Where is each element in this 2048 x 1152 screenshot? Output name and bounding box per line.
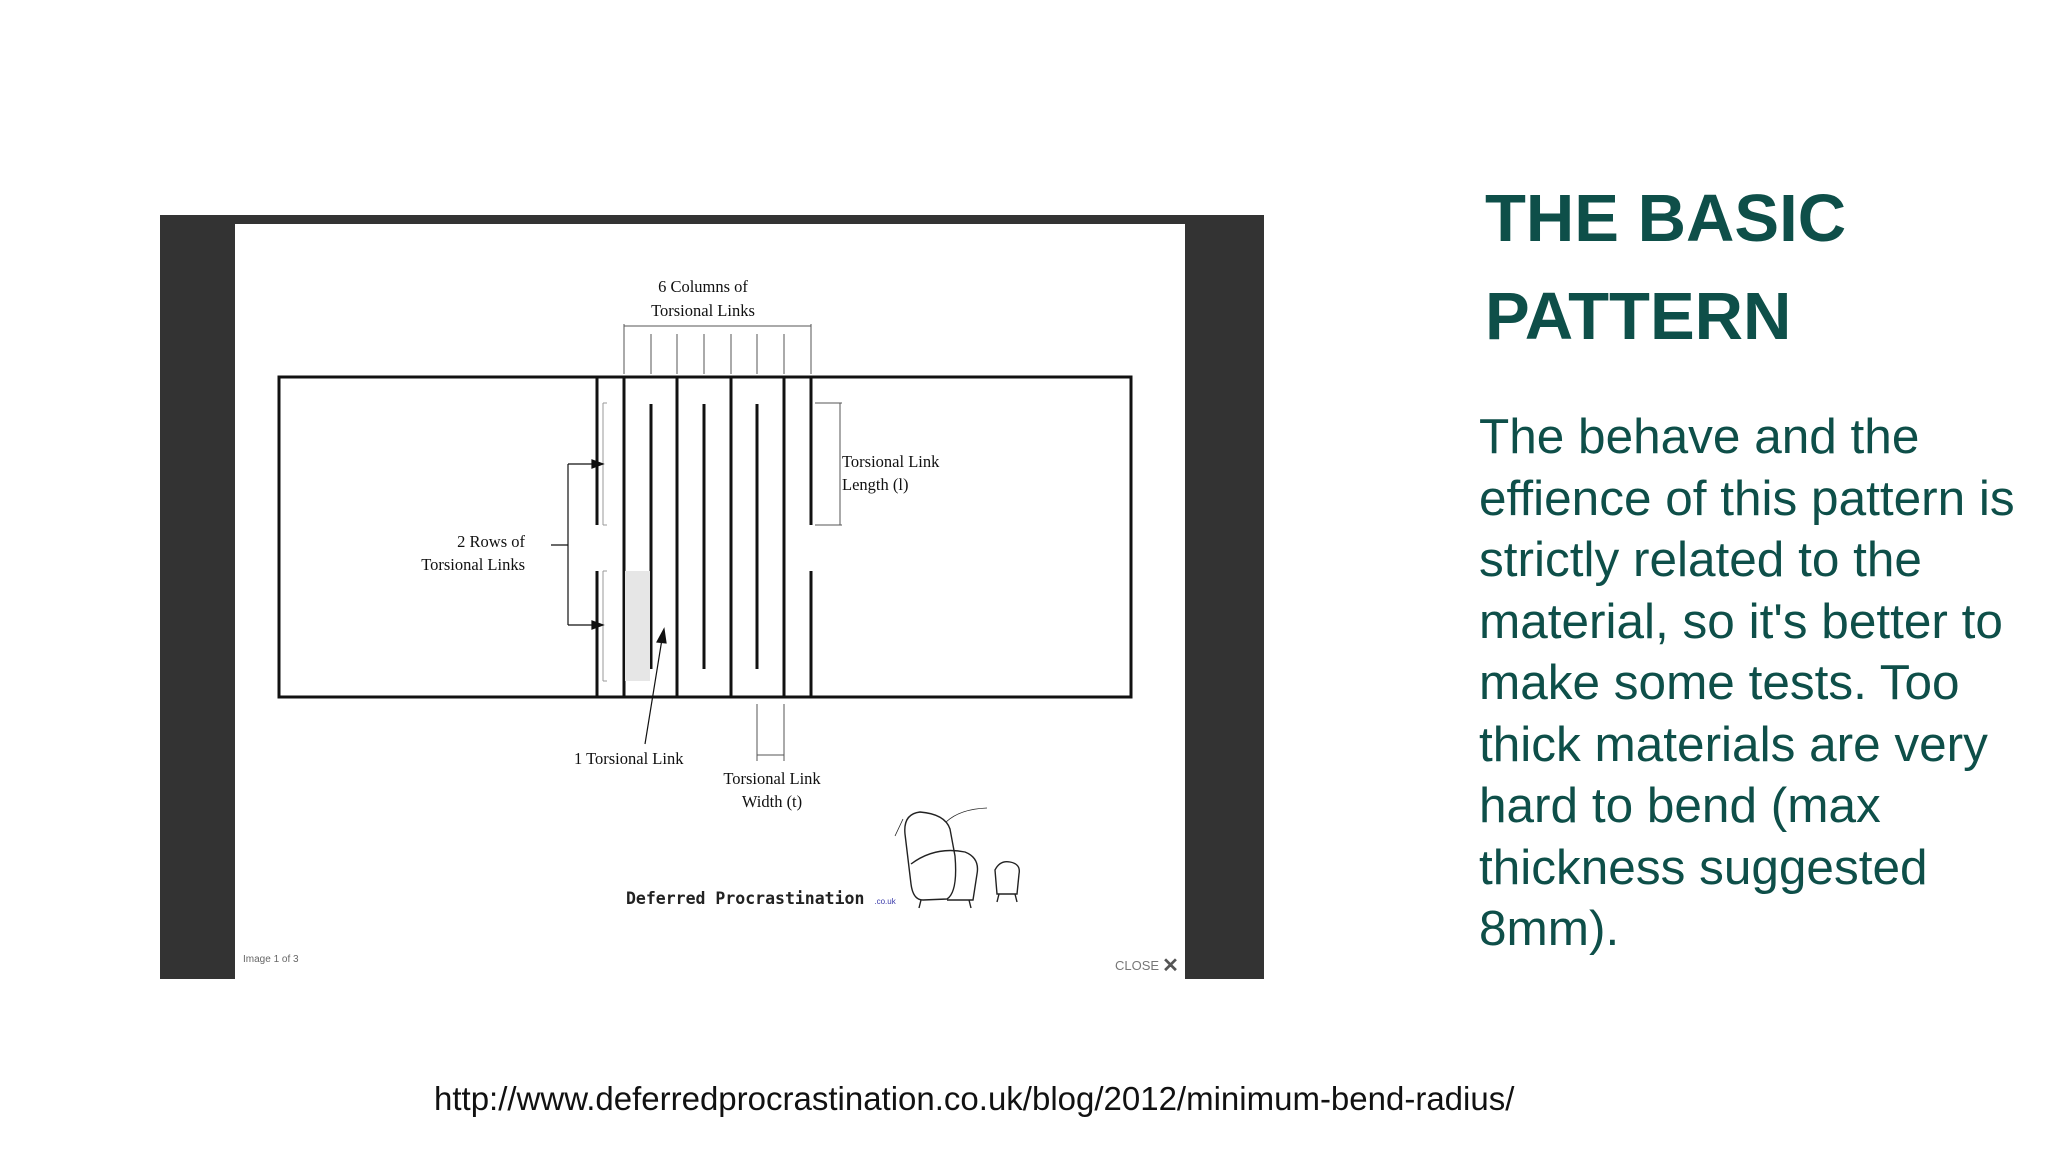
column-cut-lines	[622, 377, 786, 697]
image-counter: Image 1 of 3	[243, 954, 299, 965]
close-label[interactable]: CLOSE	[1115, 958, 1160, 973]
one-link-arrow	[644, 627, 667, 745]
source-url[interactable]: http://www.deferredprocrastination.co.uk…	[434, 1080, 1515, 1117]
label-columns-line2: Torsional Links	[651, 301, 755, 320]
logo-armchair-drawing	[894, 807, 1020, 909]
logo-name: Deferred Procrastination	[626, 889, 865, 908]
logo-tld: .co.uk	[874, 897, 896, 906]
label-rows-line2: Torsional Links	[421, 555, 525, 574]
label-length-line1: Torsional Link	[842, 452, 940, 471]
lightbox-image-panel: 6 Columns of Torsional Links 2 Rows of T…	[235, 224, 1185, 979]
rows-arrows	[551, 459, 605, 630]
slit-lines	[595, 377, 813, 697]
slide-body-text: The behave and the effience of this patt…	[1479, 409, 2015, 956]
material-outline	[277, 375, 1133, 699]
label-width-line2: Width (t)	[742, 792, 802, 811]
label-rows-line1: 2 Rows of	[457, 532, 525, 551]
rows-brackets	[602, 402, 607, 682]
length-dimension	[815, 402, 842, 526]
label-width-line1: Torsional Link	[723, 769, 821, 788]
label-length-line2: Length (l)	[842, 475, 908, 494]
slide-title-line2: PATTERN	[1485, 279, 1792, 354]
slide-title-line1: THE BASIC	[1485, 181, 1847, 256]
torsional-link-diagram: 6 Columns of Torsional Links 2 Rows of T…	[277, 277, 1133, 909]
slide-title: THE BASIC PATTERN	[1485, 170, 2005, 366]
label-one-link: 1 Torsional Link	[574, 749, 684, 768]
columns-dimension-bracket	[623, 324, 812, 374]
image-lightbox: 6 Columns of Torsional Links 2 Rows of T…	[160, 215, 1264, 979]
width-dimension	[756, 704, 785, 761]
logo-wordmark: Deferred Procrastination .co.uk	[626, 889, 896, 908]
close-button[interactable]: CLOSE ✕	[1115, 954, 1179, 977]
label-columns-line1: 6 Columns of	[658, 277, 748, 296]
close-icon[interactable]: ✕	[1162, 954, 1179, 977]
highlighted-link	[625, 571, 650, 681]
